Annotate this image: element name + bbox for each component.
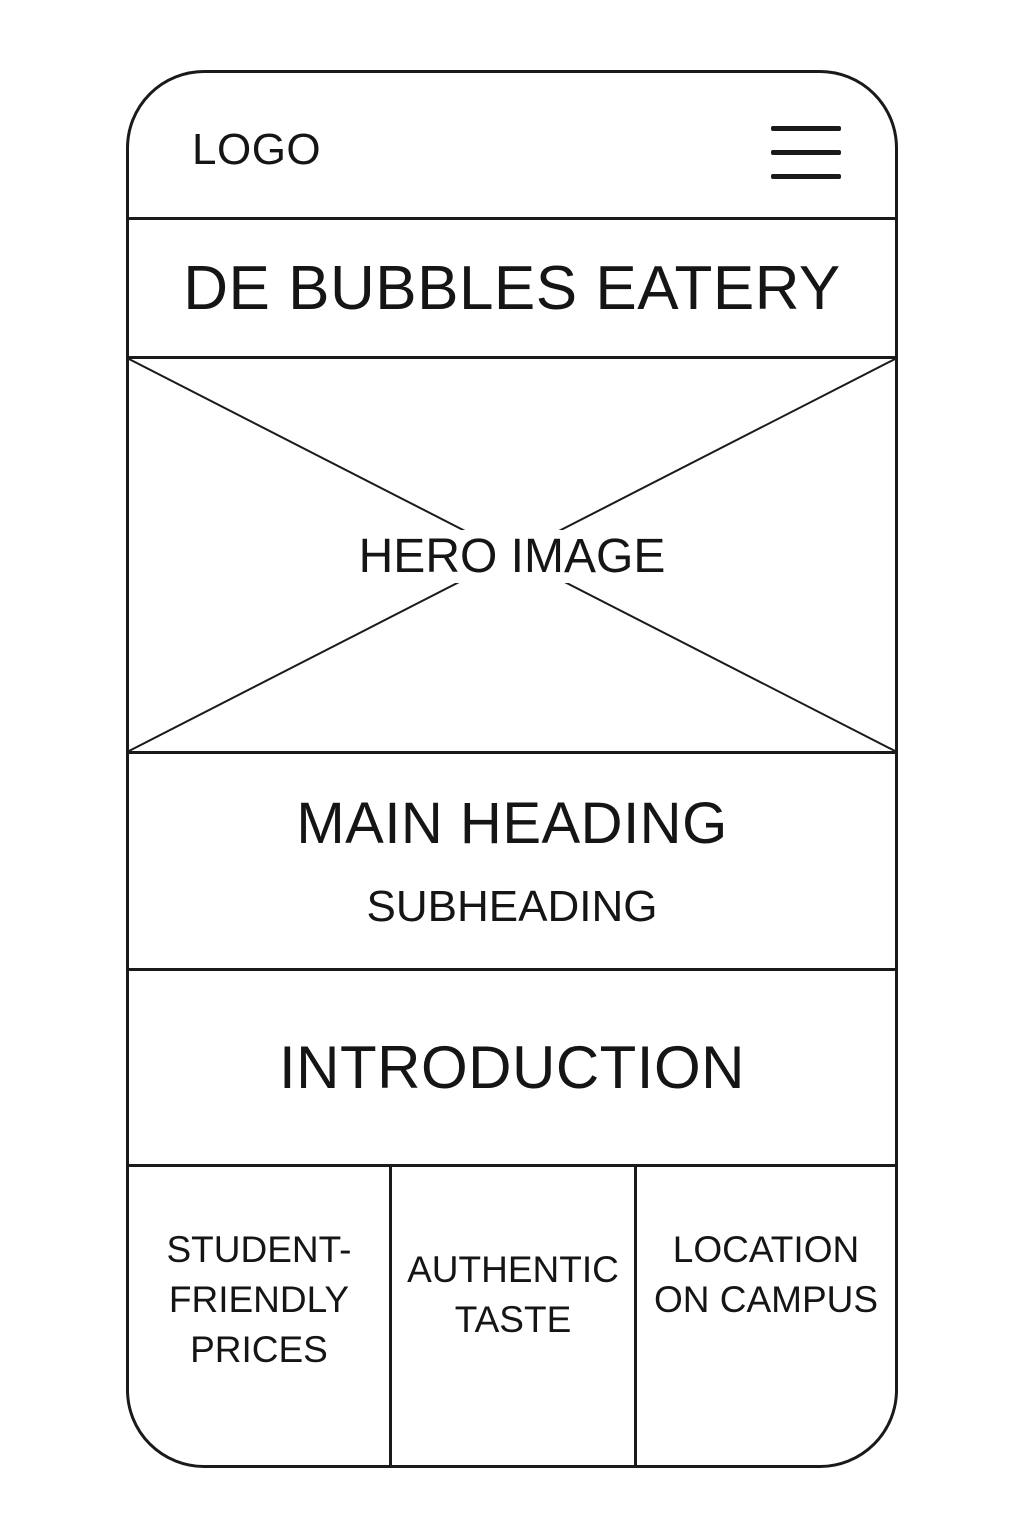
logo[interactable]: LOGO xyxy=(192,125,322,174)
main-heading: MAIN HEADING xyxy=(296,791,728,856)
site-title-band: DE BUBBLES EATERY xyxy=(129,220,895,359)
introduction-section: INTRODUCTION xyxy=(129,971,895,1167)
introduction-heading: INTRODUCTION xyxy=(279,1034,745,1101)
features-row: STUDENT- FRIENDLY PRICES AUTHENTIC TASTE… xyxy=(129,1167,895,1465)
hero-label: HERO IMAGE xyxy=(352,530,672,583)
phone-frame: LOGO DE BUBBLES EATERY HERO IMAGE MAIN H… xyxy=(126,70,898,1468)
subheading: SUBHEADING xyxy=(366,882,658,931)
hero-image-placeholder: HERO IMAGE xyxy=(129,359,895,754)
feature-authentic-taste: AUTHENTIC TASTE xyxy=(392,1167,637,1465)
hamburger-menu-icon[interactable] xyxy=(771,126,841,186)
feature-line: FRIENDLY xyxy=(168,1279,350,1320)
feature-location-on-campus: LOCATION ON CAMPUS xyxy=(637,1167,895,1465)
feature-line: PRICES xyxy=(190,1329,328,1370)
heading-section: MAIN HEADING SUBHEADING xyxy=(129,754,895,971)
header: LOGO xyxy=(129,73,895,220)
hero-label-wrap: HERO IMAGE xyxy=(129,529,895,585)
feature-student-friendly-prices: STUDENT- FRIENDLY PRICES xyxy=(129,1167,392,1465)
feature-line: LOCATION xyxy=(672,1229,860,1270)
feature-line: AUTHENTIC xyxy=(407,1249,619,1290)
feature-line: TASTE xyxy=(454,1299,572,1340)
feature-line: ON CAMPUS xyxy=(653,1279,879,1320)
feature-line: STUDENT- xyxy=(166,1229,352,1270)
site-title: DE BUBBLES EATERY xyxy=(183,253,841,323)
